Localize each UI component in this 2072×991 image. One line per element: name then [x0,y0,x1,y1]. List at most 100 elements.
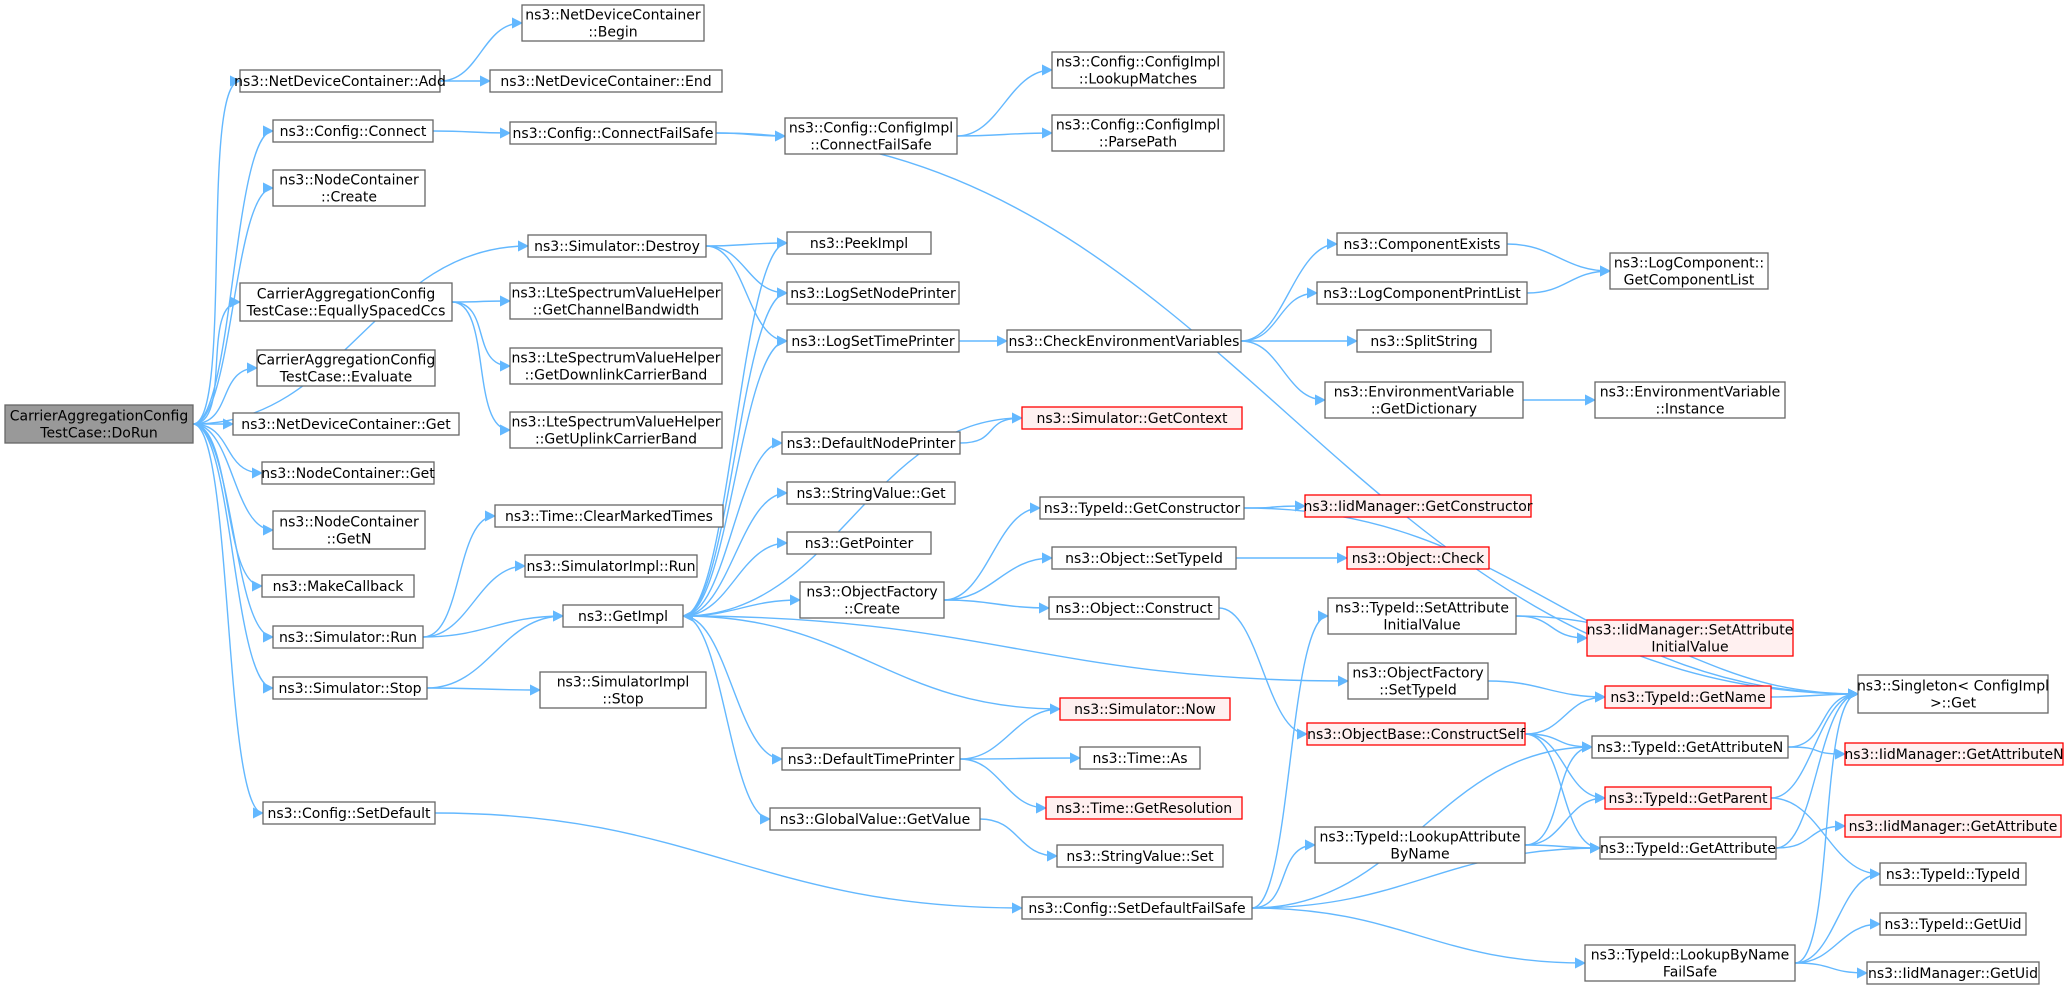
node-cfgimpl-parse[interactable]: ns3::Config::ConfigImpl::ParsePath [1051,114,1225,152]
node-typeid-getctor[interactable]: ns3::TypeId::GetConstructor [1039,496,1245,520]
node-box [262,801,436,825]
node-objbase-constructself[interactable]: ns3::ObjectBase::ConstructSelf [1306,722,1526,746]
node-ndc-get[interactable]: ns3::NetDeviceContainer::Get [232,412,460,436]
node-box [1059,697,1231,721]
call-edge-root-to-nc_getn [192,423,275,536]
node-box [509,282,723,320]
node-label: ns3::Config::Connect [280,124,427,140]
node-makecb[interactable]: ns3::MakeCallback [261,574,415,598]
node-box [1324,381,1524,419]
node-simimpl-stop[interactable]: ns3::SimulatorImpl::Stop [539,671,707,709]
node-sim-getcontext[interactable]: ns3::Simulator::GetContext [1021,406,1243,430]
call-edge-getimpl-to-peekimpl [682,237,789,617]
node-splitstring[interactable]: ns3::SplitString [1356,329,1492,353]
node-time-getres[interactable]: ns3::Time::GetResolution [1045,796,1243,820]
node-lte-chbw[interactable]: ns3::LteSpectrumValueHelper::GetChannelB… [509,282,723,320]
node-cfgimpl-cfs[interactable]: ns3::Config::ConfigImpl::ConnectFailSafe [784,117,958,155]
node-logcompprint[interactable]: ns3::LogComponentPrintList [1316,281,1528,305]
node-lte-dl[interactable]: ns3::LteSpectrumValueHelper::GetDownlink… [509,347,723,385]
node-cfg-cfs[interactable]: ns3::Config::ConnectFailSafe [509,121,717,145]
node-deftimeprinter[interactable]: ns3::DefaultTimePrinter [781,747,961,771]
node-object-check[interactable]: ns3::Object::Check [1346,546,1490,570]
node-sim-now[interactable]: ns3::Simulator::Now [1059,697,1231,721]
node-nc-getn[interactable]: ns3::NodeContainer::GetN [272,510,426,550]
node-iid-getattrn[interactable]: ns3::IidManager::GetAttributeN [1844,742,2064,766]
node-cfg-setdefault[interactable]: ns3::Config::SetDefault [262,801,436,825]
call-edge-typeid_getname-to-singleton_get [1770,688,1860,700]
node-defnodeprinter[interactable]: ns3::DefaultNodePrinter [781,431,961,455]
node-simimpl-run[interactable]: ns3::SimulatorImpl::Run [524,554,698,578]
node-label: ns3::GetPointer [805,536,914,552]
node-iid-getuid[interactable]: ns3::IidManager::GetUid [1866,961,2040,985]
node-eqspaced[interactable]: CarrierAggregationConfigTestCase::Equall… [239,282,453,322]
node-getimpl[interactable]: ns3::GetImpl [562,604,684,628]
node-envvar-getdict[interactable]: ns3::EnvironmentVariable::GetDictionary [1324,381,1524,419]
node-label: ns3::NodeContainer [279,515,419,531]
node-time-clear[interactable]: ns3::Time::ClearMarkedTimes [494,504,724,528]
node-box [1857,674,2049,714]
node-ndc-add[interactable]: ns3::NetDeviceContainer::Add [234,69,446,93]
node-stringvalue-get[interactable]: ns3::StringValue::Get [786,481,956,505]
call-edge-typeid_lookupattr-to-typeid_getparent [1524,792,1607,846]
node-objfactory-settypeid[interactable]: ns3::ObjectFactory::SetTypeId [1347,662,1489,700]
node-peekimpl[interactable]: ns3::PeekImpl [786,231,932,255]
node-box [239,282,453,322]
node-iid-setattrinit[interactable]: ns3::IidManager::SetAttributeInitialValu… [1586,619,1794,657]
node-evaluate[interactable]: CarrierAggregationConfigTestCase::Evalua… [256,349,436,387]
node-box [1584,944,1796,982]
node-typeid-getuid[interactable]: ns3::TypeId::GetUid [1879,912,2027,936]
node-time-as[interactable]: ns3::Time::As [1079,746,1201,770]
node-typeid-typeid[interactable]: ns3::TypeId::TypeId [1879,862,2027,886]
call-edge-deftimeprinter-to-time_as [959,752,1082,764]
node-sim-stop[interactable]: ns3::Simulator::Stop [272,676,428,700]
node-sim-run[interactable]: ns3::Simulator::Run [272,625,424,649]
node-cfg-connect[interactable]: ns3::Config::Connect [272,119,434,143]
node-label: ::ParsePath [1099,135,1177,151]
node-stringvalue-set[interactable]: ns3::StringValue::Set [1056,844,1224,868]
node-checkenv[interactable]: ns3::CheckEnvironmentVariables [1006,329,1242,353]
node-compexists[interactable]: ns3::ComponentExists [1336,232,1508,256]
node-lte-ul[interactable]: ns3::LteSpectrumValueHelper::GetUplinkCa… [509,411,723,449]
node-ndc-begin[interactable]: ns3::NetDeviceContainer::Begin [521,4,705,42]
node-cfg-setdefaultfs[interactable]: ns3::Config::SetDefaultFailSafe [1021,896,1253,920]
node-label: ns3::Config::ConfigImpl [1056,55,1220,71]
node-nc-get[interactable]: ns3::NodeContainer::Get [261,461,435,485]
call-edge-root-to-sim_destroy [192,240,530,425]
node-typeid-getattr[interactable]: ns3::TypeId::GetAttribute [1599,836,1777,860]
node-logsetnode[interactable]: ns3::LogSetNodePrinter [786,281,960,305]
node-typeid-getname[interactable]: ns3::TypeId::GetName [1604,685,1772,709]
node-envvar-instance[interactable]: ns3::EnvironmentVariable::Instance [1594,381,1786,419]
node-object-construct[interactable]: ns3::Object::Construct [1048,596,1220,620]
node-label: TestCase::Evaluate [279,370,412,386]
node-cfgimpl-lookup[interactable]: ns3::Config::ConfigImpl::LookupMatches [1051,51,1225,89]
node-box [1866,961,2040,985]
node-box [256,349,436,387]
node-object-settypeid[interactable]: ns3::Object::SetTypeId [1051,546,1237,570]
node-iid-getattr[interactable]: ns3::IidManager::GetAttribute [1844,814,2062,838]
node-sim-destroy[interactable]: ns3::Simulator::Destroy [527,234,707,258]
node-globalvalue-get[interactable]: ns3::GlobalValue::GetValue [769,807,981,831]
call-edge-compexists-to-logcomp_getlist [1506,243,1612,277]
node-box [1604,786,1772,810]
node-logsettime[interactable]: ns3::LogSetTimePrinter [786,329,960,353]
node-iid-getctor[interactable]: ns3::IidManager::GetConstructor [1303,494,1533,518]
node-nc-create[interactable]: ns3::NodeContainer::Create [272,169,426,207]
call-edge-root-to-nc_get [192,423,264,479]
node-ndc-end[interactable]: ns3::NetDeviceContainer::End [489,69,723,93]
node-box [1591,735,1789,759]
node-typeid-getparent[interactable]: ns3::TypeId::GetParent [1604,786,1772,810]
node-getpointer[interactable]: ns3::GetPointer [786,531,932,555]
node-label: ns3::LteSpectrumValueHelper [512,415,721,431]
node-objfactory-create[interactable]: ns3::ObjectFactory::Create [799,581,945,619]
node-singleton-get[interactable]: ns3::Singleton< ConfigImpl>::Get [1857,674,2049,714]
node-label: ns3::LogComponent:: [1614,256,1764,272]
node-box [1599,836,1777,860]
node-label: ns3::TypeId::LookupByName [1591,948,1789,964]
node-typeid-getattrn[interactable]: ns3::TypeId::GetAttributeN [1591,735,1789,759]
node-logcomp-getlist[interactable]: ns3::LogComponent::GetComponentList [1609,252,1769,290]
node-label: ns3::EnvironmentVariable [1600,385,1781,401]
